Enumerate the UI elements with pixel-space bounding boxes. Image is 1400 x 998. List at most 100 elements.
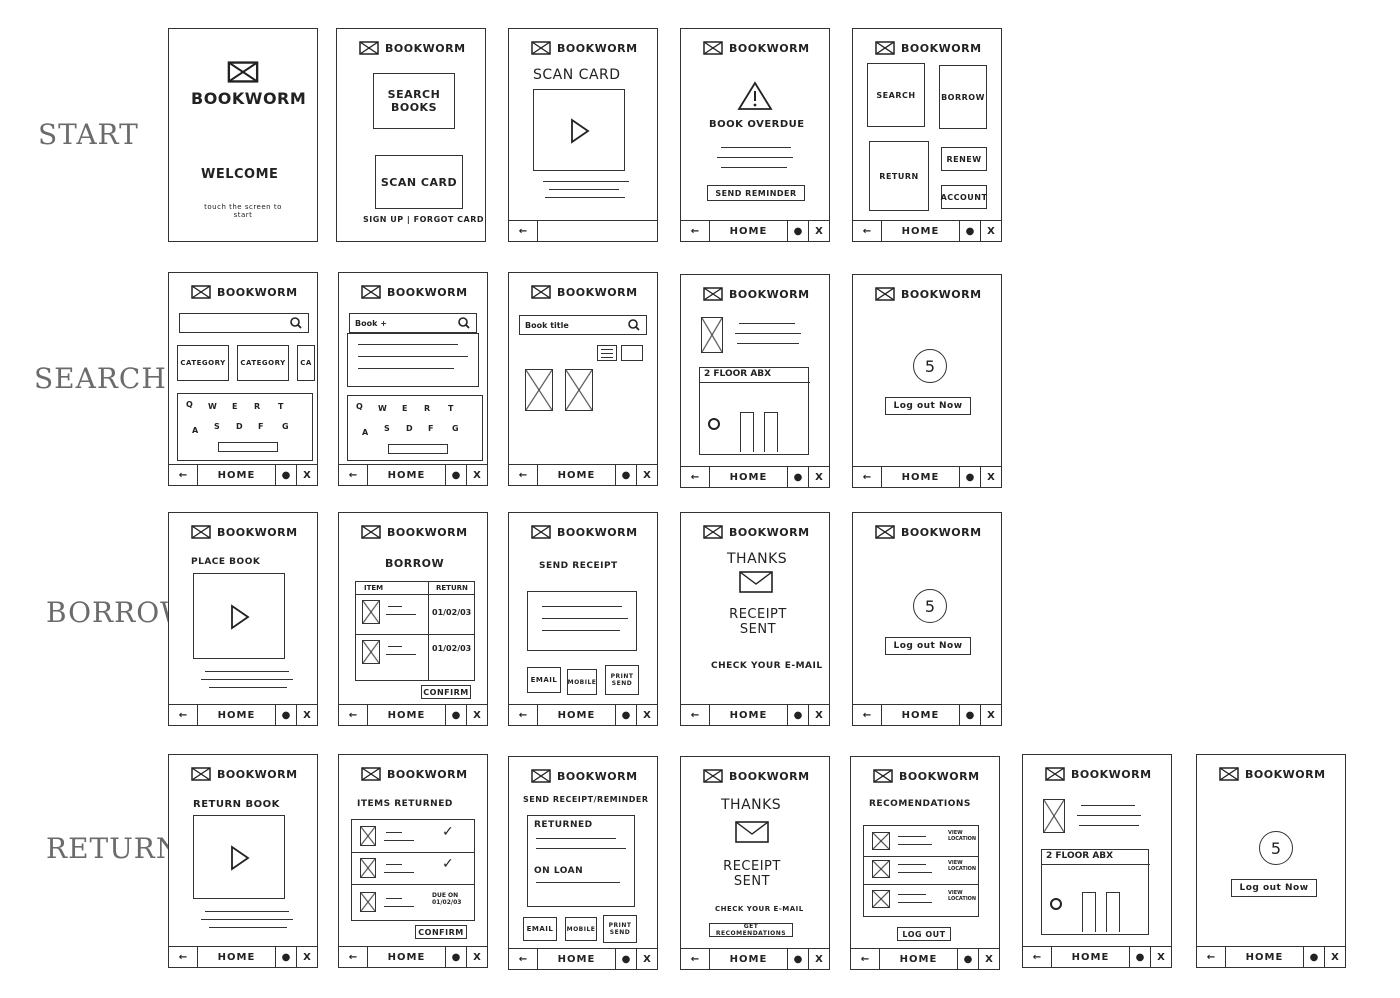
return-tile[interactable]: RETURN [869, 141, 929, 211]
category-button[interactable]: CATEGORY [237, 345, 289, 381]
email-button[interactable]: EMAIL [523, 917, 557, 941]
home-button[interactable]: HOME [198, 465, 276, 485]
category-button[interactable]: CATEGORY [177, 345, 229, 381]
renew-tile[interactable]: RENEW [941, 147, 987, 171]
screen-return-book[interactable]: BOOKWORM RETURN BOOK ← HOME ● X [168, 754, 318, 968]
key[interactable]: F [258, 422, 264, 431]
screen-scan-card[interactable]: BOOKWORM SCAN CARD ← [508, 28, 658, 242]
search-tile[interactable]: SEARCH [867, 63, 925, 127]
screen-receipt-sent[interactable]: BOOKWORM THANKS RECEIPT SENT CHECK YOUR … [680, 512, 830, 726]
screen-main-menu[interactable]: BOOKWORM SEARCH BORROW RETURN RENEW ACCO… [852, 28, 1002, 242]
screen-book-overdue[interactable]: BOOKWORM BOOK OVERDUE SEND REMINDER ← HO… [680, 28, 830, 242]
back-icon[interactable]: ← [1197, 947, 1226, 967]
onscreen-keyboard[interactable]: Q W E R T A S D F G [347, 395, 483, 461]
user-icon[interactable]: ● [960, 221, 981, 241]
key[interactable]: D [406, 424, 413, 433]
screen-borrow-list[interactable]: BOOKWORM BORROW ITEM RETURN 01/02/03 01/… [338, 512, 488, 726]
screen-book-location[interactable]: BOOKWORM 2 FLOOR ABX ← HOME ● X [680, 274, 830, 488]
close-icon[interactable]: X [815, 225, 823, 237]
back-icon[interactable]: ← [339, 465, 368, 485]
back-icon[interactable]: ← [339, 947, 368, 967]
home-button[interactable]: HOME [538, 705, 616, 725]
scan-card-button[interactable]: SCAN CARD [375, 155, 463, 209]
mobile-button[interactable]: MOBILE [567, 669, 597, 695]
screen-logout-countdown[interactable]: BOOKWORM 5 Log out Now ← HOME ● X [852, 274, 1002, 488]
key[interactable]: R [254, 402, 261, 411]
user-icon[interactable]: ● [788, 221, 809, 241]
logout-button[interactable]: LOG OUT [897, 927, 951, 941]
key[interactable]: W [378, 404, 387, 413]
close-icon[interactable]: X [303, 709, 311, 721]
back-icon[interactable]: ← [681, 949, 710, 969]
print-send-button[interactable]: PRINT SEND [603, 915, 637, 943]
screen-logout-countdown[interactable]: BOOKWORM 5 Log out Now ← HOME ● X [1196, 754, 1346, 968]
key[interactable]: F [428, 424, 434, 433]
spacebar[interactable] [218, 442, 278, 452]
key[interactable]: R [424, 404, 431, 413]
view-location-link[interactable]: VIEW LOCATION [948, 890, 977, 902]
screen-start-menu[interactable]: BOOKWORM SEARCH BOOKS SCAN CARD SIGN UP … [336, 28, 486, 242]
user-icon[interactable]: ● [446, 465, 467, 485]
screen-search-typing[interactable]: BOOKWORM Book + Q W E R T A S D F G ← HO… [338, 272, 488, 486]
print-send-button[interactable]: PRINT SEND [605, 665, 639, 695]
home-button[interactable]: HOME [368, 705, 446, 725]
signup-forgot-link[interactable]: SIGN UP | FORGOT CARD [363, 215, 485, 224]
key[interactable]: Q [356, 402, 363, 411]
screen-book-location[interactable]: BOOKWORM 2 FLOOR ABX ← HOME ● X [1022, 754, 1172, 968]
user-icon[interactable]: ● [788, 467, 809, 487]
home-button[interactable]: HOME [710, 705, 788, 725]
key[interactable]: G [452, 424, 459, 433]
floor-map[interactable]: 2 FLOOR ABX [1041, 849, 1150, 935]
home-button[interactable]: HOME [198, 947, 276, 967]
confirm-button[interactable]: CONFIRM [415, 925, 467, 939]
key[interactable]: S [384, 424, 390, 433]
key[interactable]: T [278, 402, 284, 411]
user-icon[interactable]: ● [960, 467, 981, 487]
close-icon[interactable]: X [985, 953, 993, 965]
close-icon[interactable]: X [987, 471, 995, 483]
key[interactable]: T [448, 404, 454, 413]
back-icon[interactable]: ← [509, 949, 538, 969]
logout-now-button[interactable]: Log out Now [885, 397, 971, 415]
send-reminder-button[interactable]: SEND REMINDER [707, 185, 805, 201]
home-button[interactable]: HOME [198, 705, 276, 725]
user-icon[interactable]: ● [788, 949, 809, 969]
close-icon[interactable]: X [473, 951, 481, 963]
suggestions-list[interactable] [347, 333, 479, 387]
close-icon[interactable]: X [643, 709, 651, 721]
user-icon[interactable]: ● [960, 705, 981, 725]
logout-now-button[interactable]: Log out Now [885, 637, 971, 655]
onscreen-keyboard[interactable]: Q W E R T A S D F G [177, 393, 313, 461]
home-button[interactable]: HOME [538, 465, 616, 485]
close-icon[interactable]: X [643, 953, 651, 965]
screen-logout-countdown[interactable]: BOOKWORM 5 Log out Now ← HOME ● X [852, 512, 1002, 726]
logout-now-button[interactable]: Log out Now [1231, 879, 1317, 897]
search-input[interactable] [179, 313, 309, 333]
screen-receipt-sent[interactable]: BOOKWORM THANKS RECEIPT SENT CHECK YOUR … [680, 756, 830, 970]
back-icon[interactable]: ← [169, 947, 198, 967]
close-icon[interactable]: X [987, 709, 995, 721]
key[interactable]: E [232, 402, 238, 411]
back-icon[interactable]: ← [509, 465, 538, 485]
home-button[interactable]: HOME [882, 221, 960, 241]
back-icon[interactable]: ← [853, 221, 882, 241]
user-icon[interactable]: ● [276, 465, 297, 485]
key[interactable]: E [402, 404, 408, 413]
home-button[interactable]: HOME [710, 221, 788, 241]
key[interactable]: A [192, 426, 199, 435]
screen-recommendations[interactable]: BOOKWORM RECOMENDATIONS VIEW LOCATION VI… [850, 756, 1000, 970]
confirm-button[interactable]: CONFIRM [421, 685, 471, 699]
book-cover-image[interactable] [565, 369, 593, 411]
search-books-button[interactable]: SEARCH BOOKS [373, 73, 455, 129]
screen-items-returned[interactable]: BOOKWORM ITEMS RETURNED ✓ ✓ DUE ON 01/02… [338, 754, 488, 968]
screen-send-receipt-reminder[interactable]: BOOKWORM SEND RECEIPT/REMINDER RETURNED … [508, 756, 658, 970]
back-icon[interactable]: ← [851, 949, 880, 969]
spacebar[interactable] [388, 444, 448, 454]
back-icon[interactable]: ← [681, 705, 710, 725]
back-icon[interactable]: ← [853, 467, 882, 487]
home-button[interactable]: HOME [710, 949, 788, 969]
category-button[interactable]: CA [297, 345, 315, 381]
key[interactable]: G [282, 422, 289, 431]
close-icon[interactable]: X [1331, 951, 1339, 963]
grid-view-icon[interactable] [621, 345, 643, 361]
